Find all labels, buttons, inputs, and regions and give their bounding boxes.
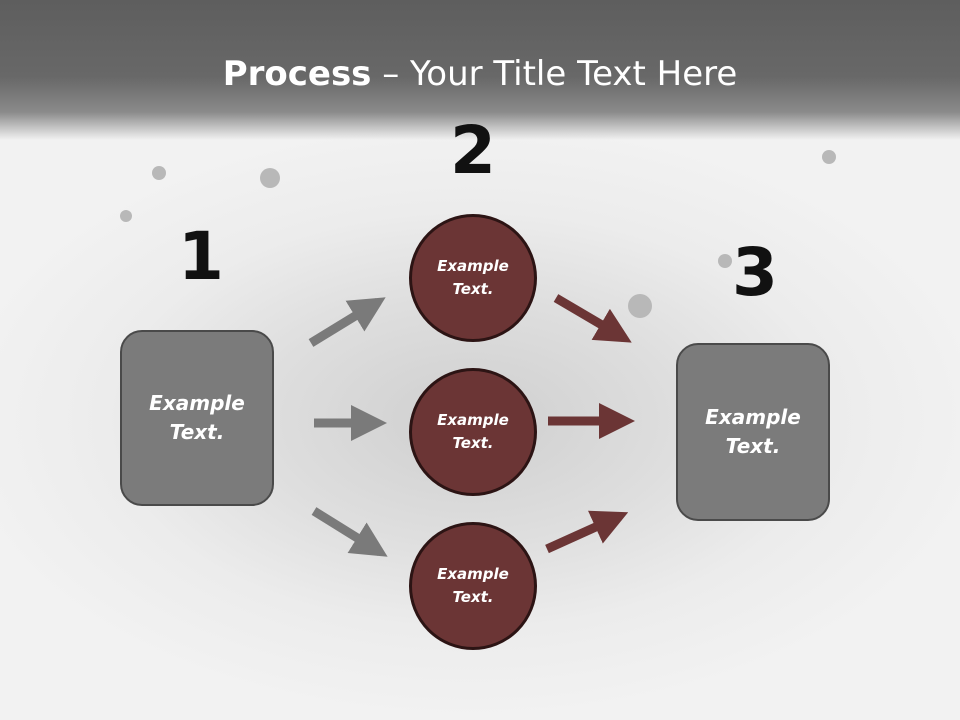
milk-droplet [152, 166, 166, 180]
step-number-3: 3 [732, 234, 778, 311]
milk-droplet [718, 254, 732, 268]
milk-droplet [120, 210, 132, 222]
slide-title: Process – Your Title Text Here [0, 52, 960, 96]
left-box-label: Example Text. [149, 391, 245, 444]
title-bar [0, 0, 960, 140]
step-number-1: 1 [178, 218, 224, 295]
arrow-to-top-circle [308, 297, 386, 347]
arrow-from-top-circle [553, 294, 632, 343]
circle-bottom-label: Example Text. [437, 565, 509, 606]
step-number-2: 2 [450, 112, 496, 189]
left-box: Example Text. [120, 330, 274, 506]
arrow-to-bottom-circle [311, 507, 388, 557]
circle-middle-label: Example Text. [437, 411, 509, 452]
title-rest: – Your Title Text Here [371, 54, 738, 94]
arrow-from-bottom-circle [545, 510, 629, 554]
title-bold: Process [222, 54, 372, 94]
circle-middle: Example Text. [409, 368, 537, 496]
circle-top: Example Text. [409, 214, 537, 342]
circle-bottom: Example Text. [409, 522, 537, 650]
milk-droplet [628, 294, 652, 318]
right-box-label: Example Text. [705, 405, 801, 458]
circle-top-label: Example Text. [437, 257, 509, 298]
right-box: Example Text. [676, 343, 830, 521]
milk-droplet [822, 150, 836, 164]
milk-droplet [260, 168, 280, 188]
